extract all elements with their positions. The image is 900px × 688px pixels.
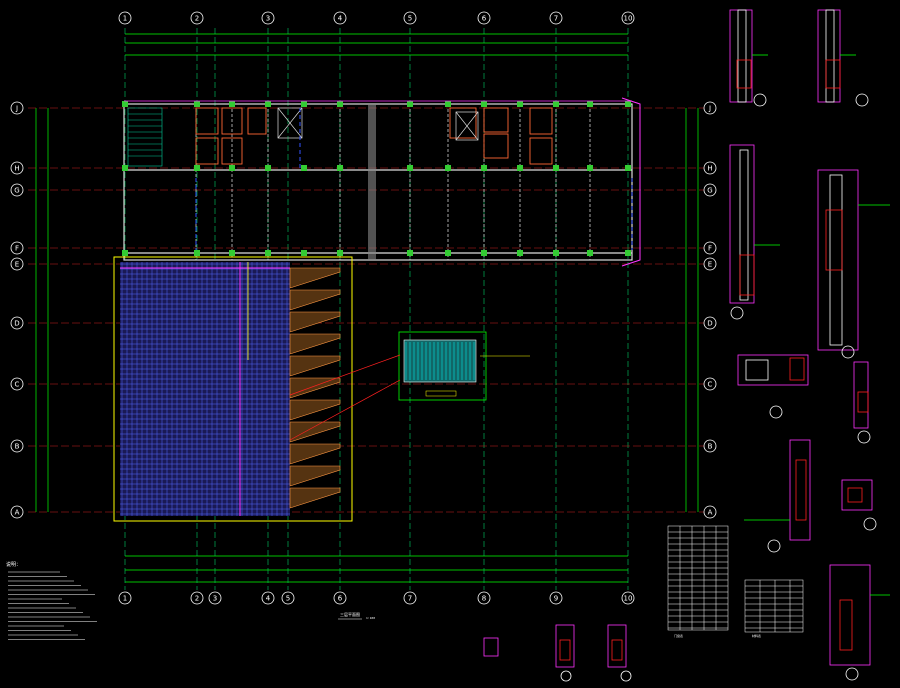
bottom-dimension-lines: [125, 555, 628, 583]
axis-left-C-label: C: [15, 381, 20, 389]
axis-right-A: A: [703, 505, 717, 519]
leader-lines: [289, 354, 401, 441]
schedule-title: 门窗表: [674, 633, 683, 638]
plan-title: 三层平面图: [340, 611, 360, 617]
stair-hatch: [127, 107, 163, 167]
elevator-shafts: [277, 107, 479, 141]
axis-bottom-9: 9: [549, 591, 563, 605]
axis-top-7: 7: [549, 11, 563, 25]
axis-left-H-label: H: [14, 165, 19, 173]
axis-bottom-5-label: 5: [286, 595, 290, 603]
stair-steps: [289, 267, 341, 509]
axis-bottom-3-label: 3: [213, 595, 217, 603]
structural-columns: [122, 101, 631, 256]
axis-top-2-label: 2: [195, 15, 199, 23]
axis-top-6: 6: [477, 11, 491, 25]
axis-left-D-label: D: [14, 320, 19, 328]
axis-bottom-2-label: 2: [195, 595, 199, 603]
axis-right-C: C: [703, 377, 717, 391]
upper-blue-lines: [195, 108, 633, 250]
axis-bottom-1-label: 1: [123, 595, 127, 603]
axis-left-H: H: [10, 161, 24, 175]
left-dimension-lines: [35, 108, 49, 512]
axis-right-D: D: [703, 316, 717, 330]
axis-right-D-label: D: [707, 320, 712, 328]
axis-top-1: 1: [118, 11, 132, 25]
axis-left-G: G: [10, 183, 24, 197]
axis-bottom-4-label: 4: [266, 595, 271, 603]
axis-bottom-10: 10: [621, 591, 635, 605]
axis-bottom-3: 3: [208, 591, 222, 605]
axis-top-10-label: 10: [624, 15, 633, 23]
axis-top-4-label: 4: [338, 15, 343, 23]
axis-top-4: 4: [333, 11, 347, 25]
axis-right-G: G: [703, 183, 717, 197]
toilet-rooms: [195, 107, 553, 165]
axis-right-E-label: E: [708, 261, 712, 269]
axis-right-B: B: [703, 439, 717, 453]
plan-scale: 1:100: [366, 616, 375, 620]
axis-bottom-6: 6: [333, 591, 347, 605]
central-detail-box: [398, 331, 530, 401]
axis-left-D: D: [10, 316, 24, 330]
axis-right-G-label: G: [707, 187, 712, 195]
axis-bottom-1: 1: [118, 591, 132, 605]
axis-left-J-label: J: [15, 105, 18, 113]
axis-left-B: B: [10, 439, 24, 453]
axis-right-F: F: [703, 241, 717, 255]
material-schedule: [744, 579, 804, 633]
axis-left-E: E: [10, 257, 24, 271]
section-details: [729, 9, 890, 681]
axis-left-E-label: E: [15, 261, 19, 269]
axis-top-3: 3: [261, 11, 275, 25]
axis-top-6-label: 6: [482, 15, 487, 23]
axis-right-J-label: J: [708, 105, 711, 113]
axis-right-B-label: B: [708, 443, 713, 451]
axis-bottom-7: 7: [403, 591, 417, 605]
right-dimension-lines: [685, 108, 699, 512]
axis-right-E: E: [703, 257, 717, 271]
bottom-section-details: [483, 624, 632, 682]
door-window-schedule: [667, 525, 729, 631]
axis-bottom-6-label: 6: [338, 595, 343, 603]
legend-notes: 说明：: [6, 561, 97, 640]
axis-bottom-7-label: 7: [408, 595, 412, 603]
axis-top-2: 2: [190, 11, 204, 25]
axis-left-F-label: F: [15, 245, 19, 253]
axis-bottom-10-label: 10: [624, 595, 633, 603]
mesh-slab-area: [113, 256, 353, 522]
axis-right-H: H: [703, 161, 717, 175]
axis-bottom-8: 8: [477, 591, 491, 605]
legend-title: 说明：: [6, 561, 21, 568]
axis-right-H-label: H: [707, 165, 712, 173]
axis-top-5-label: 5: [408, 15, 412, 23]
axis-right-J: J: [703, 101, 717, 115]
axis-left-A-label: A: [15, 509, 20, 517]
axis-right-A-label: A: [708, 509, 713, 517]
schedule-title-2: 材料表: [752, 633, 761, 638]
axis-left-A: A: [10, 505, 24, 519]
axis-bottom-4: 4: [261, 591, 275, 605]
axis-top-7-label: 7: [554, 15, 558, 23]
axis-top-1-label: 1: [123, 15, 127, 23]
axis-right-F-label: F: [708, 245, 712, 253]
wall-hatch: [368, 104, 376, 260]
axis-bottom-9-label: 9: [554, 595, 558, 603]
axis-bottom-5: 5: [281, 591, 295, 605]
axis-right-C-label: C: [708, 381, 713, 389]
axis-left-C: C: [10, 377, 24, 391]
top-dimension-lines: [125, 33, 628, 56]
axis-left-B-label: B: [15, 443, 20, 451]
axis-left-F: F: [10, 241, 24, 255]
axis-top-10: 10: [621, 11, 635, 25]
axis-left-J: J: [10, 101, 24, 115]
axis-left-G-label: G: [14, 187, 19, 195]
axis-top-3-label: 3: [266, 15, 270, 23]
axis-bottom-8-label: 8: [482, 595, 486, 603]
axis-top-5: 5: [403, 11, 417, 25]
axis-bottom-2: 2: [190, 591, 204, 605]
